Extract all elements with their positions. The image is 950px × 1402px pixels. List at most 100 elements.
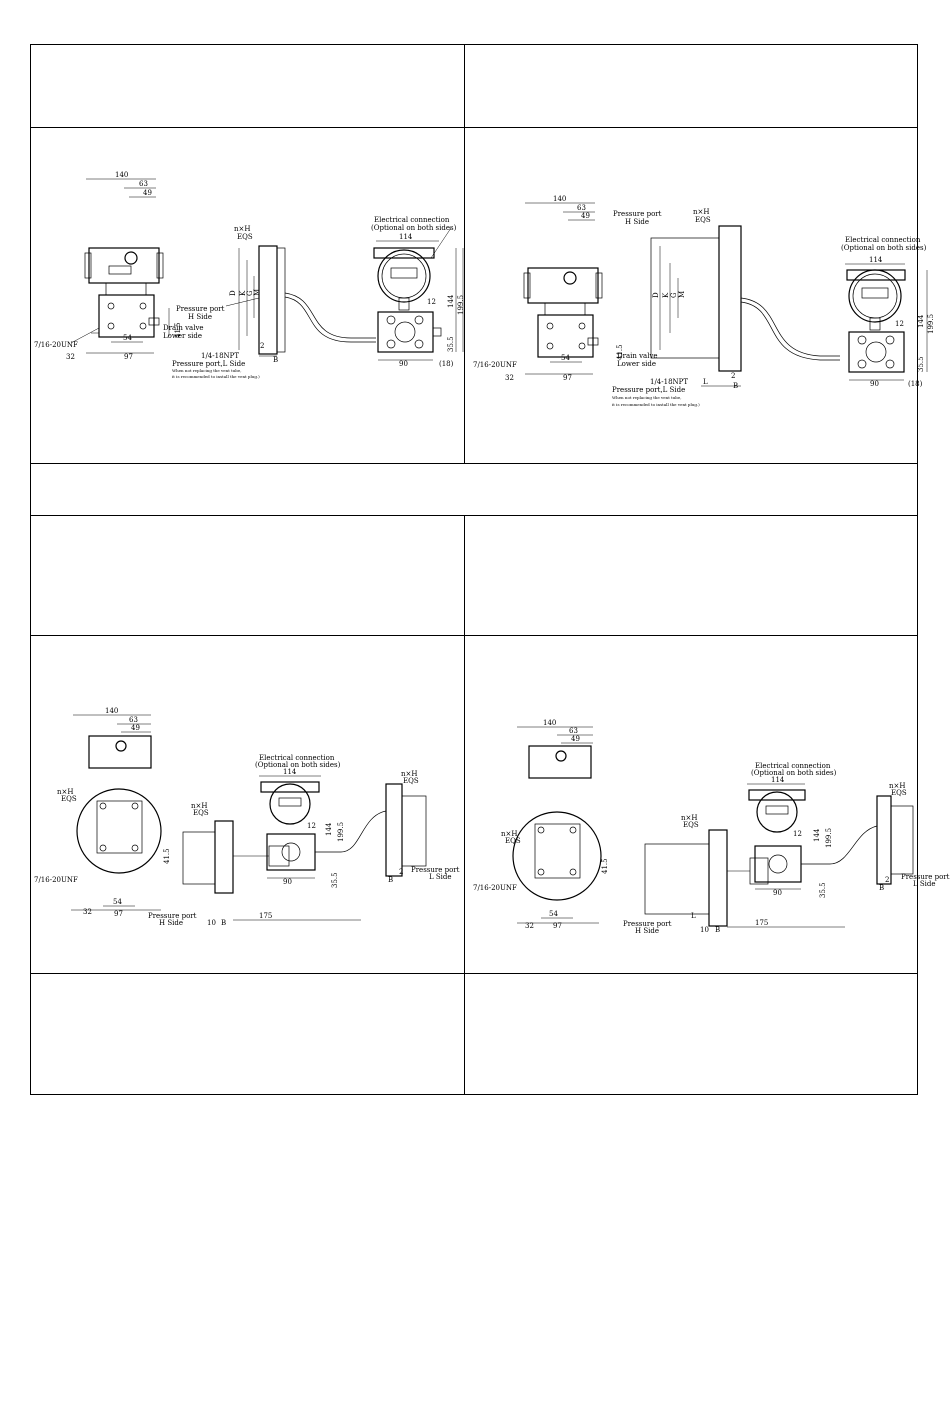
row-divider xyxy=(31,515,917,516)
dim-90: 90 xyxy=(283,878,292,886)
drawing-2: 140 63 49 Pressure port H Side 7/16-20UN… xyxy=(473,195,935,407)
label-nxh-2: n×H xyxy=(191,802,207,810)
label-eqs-3: EQS xyxy=(891,789,907,797)
row-divider xyxy=(31,463,917,464)
column-divider xyxy=(464,515,465,1095)
dim-63: 63 xyxy=(129,716,138,724)
dim-144: 144 xyxy=(325,822,333,836)
display-housing xyxy=(756,791,798,833)
dim-54: 54 xyxy=(113,898,122,906)
capillary-line xyxy=(801,825,878,865)
flange-plate xyxy=(708,829,728,927)
display-housing xyxy=(848,269,902,323)
label-eqs: EQS xyxy=(695,216,711,224)
sensor-body xyxy=(98,294,155,338)
capillary-line xyxy=(315,810,387,853)
dim-b: B xyxy=(273,356,278,364)
dim-114: 114 xyxy=(399,233,413,241)
dim-90: 90 xyxy=(399,360,408,368)
dim-54: 54 xyxy=(549,910,558,918)
dim-10: 10 xyxy=(700,926,709,934)
column-divider xyxy=(464,45,465,463)
note-line-2: it is recommended to install the vent pl… xyxy=(172,374,260,379)
flange-plate-right xyxy=(876,795,892,885)
label-optional: (Optional on both sides) xyxy=(841,244,927,252)
label-optional: (Optional on both sides) xyxy=(371,224,457,232)
dim-l: L xyxy=(691,912,696,920)
label-h-side: H Side xyxy=(188,313,212,321)
dim-41-5: 41.5 xyxy=(616,344,624,360)
empty-cell xyxy=(465,516,918,635)
transmitter-housing xyxy=(88,735,152,769)
dim-32: 32 xyxy=(505,374,514,382)
dim-2: 2 xyxy=(260,342,264,350)
note-line-1: When not replacing the vent tube, xyxy=(172,368,241,373)
dim-144: 144 xyxy=(917,314,925,328)
note-line-1: When not replacing the vent tube, xyxy=(612,395,681,400)
label-eqs-2: EQS xyxy=(193,809,209,817)
dim-g: G xyxy=(670,292,678,298)
dim-54: 54 xyxy=(123,334,132,342)
drawing-3: 140 63 49 n×H EQS 7/16-20UNF 32 97 54 41… xyxy=(34,707,460,927)
sensor-module xyxy=(754,845,802,883)
dim-144: 144 xyxy=(447,294,455,308)
label-pressure-port-h: Pressure port xyxy=(613,210,662,218)
dim-63: 63 xyxy=(577,204,586,212)
dim-35-5: 35.5 xyxy=(331,872,339,888)
label-unf: 7/16-20UNF xyxy=(473,884,517,892)
label-electrical: Electrical connection xyxy=(374,216,450,224)
row-divider xyxy=(31,127,917,128)
dim-32: 32 xyxy=(525,922,534,930)
label-eqs: EQS xyxy=(61,795,77,803)
label-pressure-port-h: Pressure port xyxy=(148,912,197,920)
label-l-side: L Side xyxy=(913,880,936,888)
label-electrical: Electrical connection xyxy=(845,236,921,244)
label-nxh: n×H xyxy=(234,225,250,233)
dim-32: 32 xyxy=(66,353,75,361)
dim-41-5: 41.5 xyxy=(174,322,182,338)
dim-144: 144 xyxy=(813,828,821,842)
label-h-side: H Side xyxy=(625,218,649,226)
dim-d: D xyxy=(229,290,237,296)
dim-d: D xyxy=(652,292,660,298)
process-flange-round xyxy=(76,788,162,874)
label-h-side: H Side xyxy=(635,927,659,935)
label-eqs-2: EQS xyxy=(683,821,699,829)
dim-10: 10 xyxy=(207,919,216,927)
dim-35-5: 35.5 xyxy=(447,336,455,352)
row-divider xyxy=(31,973,917,974)
label-unf: 7/16-20UNF xyxy=(473,361,517,369)
drawing-2-cell: 140 63 49 Pressure port H Side 7/16-20UN… xyxy=(465,128,935,463)
label-drain-lower: Lower side xyxy=(163,332,202,340)
label-nxh: n×H xyxy=(57,788,73,796)
dim-k: K xyxy=(239,290,247,296)
label-nxh: n×H xyxy=(693,208,709,216)
dim-90: 90 xyxy=(870,380,879,388)
sensor-module xyxy=(377,311,434,353)
label-pressure-port-h: Pressure port xyxy=(176,305,225,313)
dim-12: 12 xyxy=(793,830,802,838)
drawing-table: 140 63 49 7/16-20UNF 32 97 54 xyxy=(30,44,950,1095)
label-pressure-port-l: Pressure port,L Side xyxy=(612,386,685,394)
empty-section-row xyxy=(31,464,917,515)
label-eqs-3: EQS xyxy=(403,777,419,785)
empty-header-cell xyxy=(465,45,918,127)
dim-175: 175 xyxy=(259,912,272,920)
flange-plate-right xyxy=(385,783,403,877)
empty-cell xyxy=(465,974,918,1094)
dim-199-5: 199.5 xyxy=(337,822,345,842)
label-pressure-port-l: Pressure port,L Side xyxy=(172,360,245,368)
drawing-1: 140 63 49 7/16-20UNF 32 97 54 xyxy=(34,171,465,379)
dim-140: 140 xyxy=(105,707,118,715)
dim-140: 140 xyxy=(553,195,566,203)
dim-114: 114 xyxy=(283,768,297,776)
dim-12: 12 xyxy=(427,298,436,306)
label-nxh-3: n×H xyxy=(889,782,905,790)
drawing-4: 140 63 49 n×H EQS 7/16-20UNF 32 97 54 41… xyxy=(473,719,950,935)
dim-175: 175 xyxy=(755,919,768,927)
dim-2: 2 xyxy=(731,372,735,380)
label-unf: 7/16-20UNF xyxy=(34,341,78,349)
label-npt: 1/4-18NPT xyxy=(201,352,239,360)
sensor-module xyxy=(266,833,316,871)
dim-97: 97 xyxy=(553,922,562,930)
